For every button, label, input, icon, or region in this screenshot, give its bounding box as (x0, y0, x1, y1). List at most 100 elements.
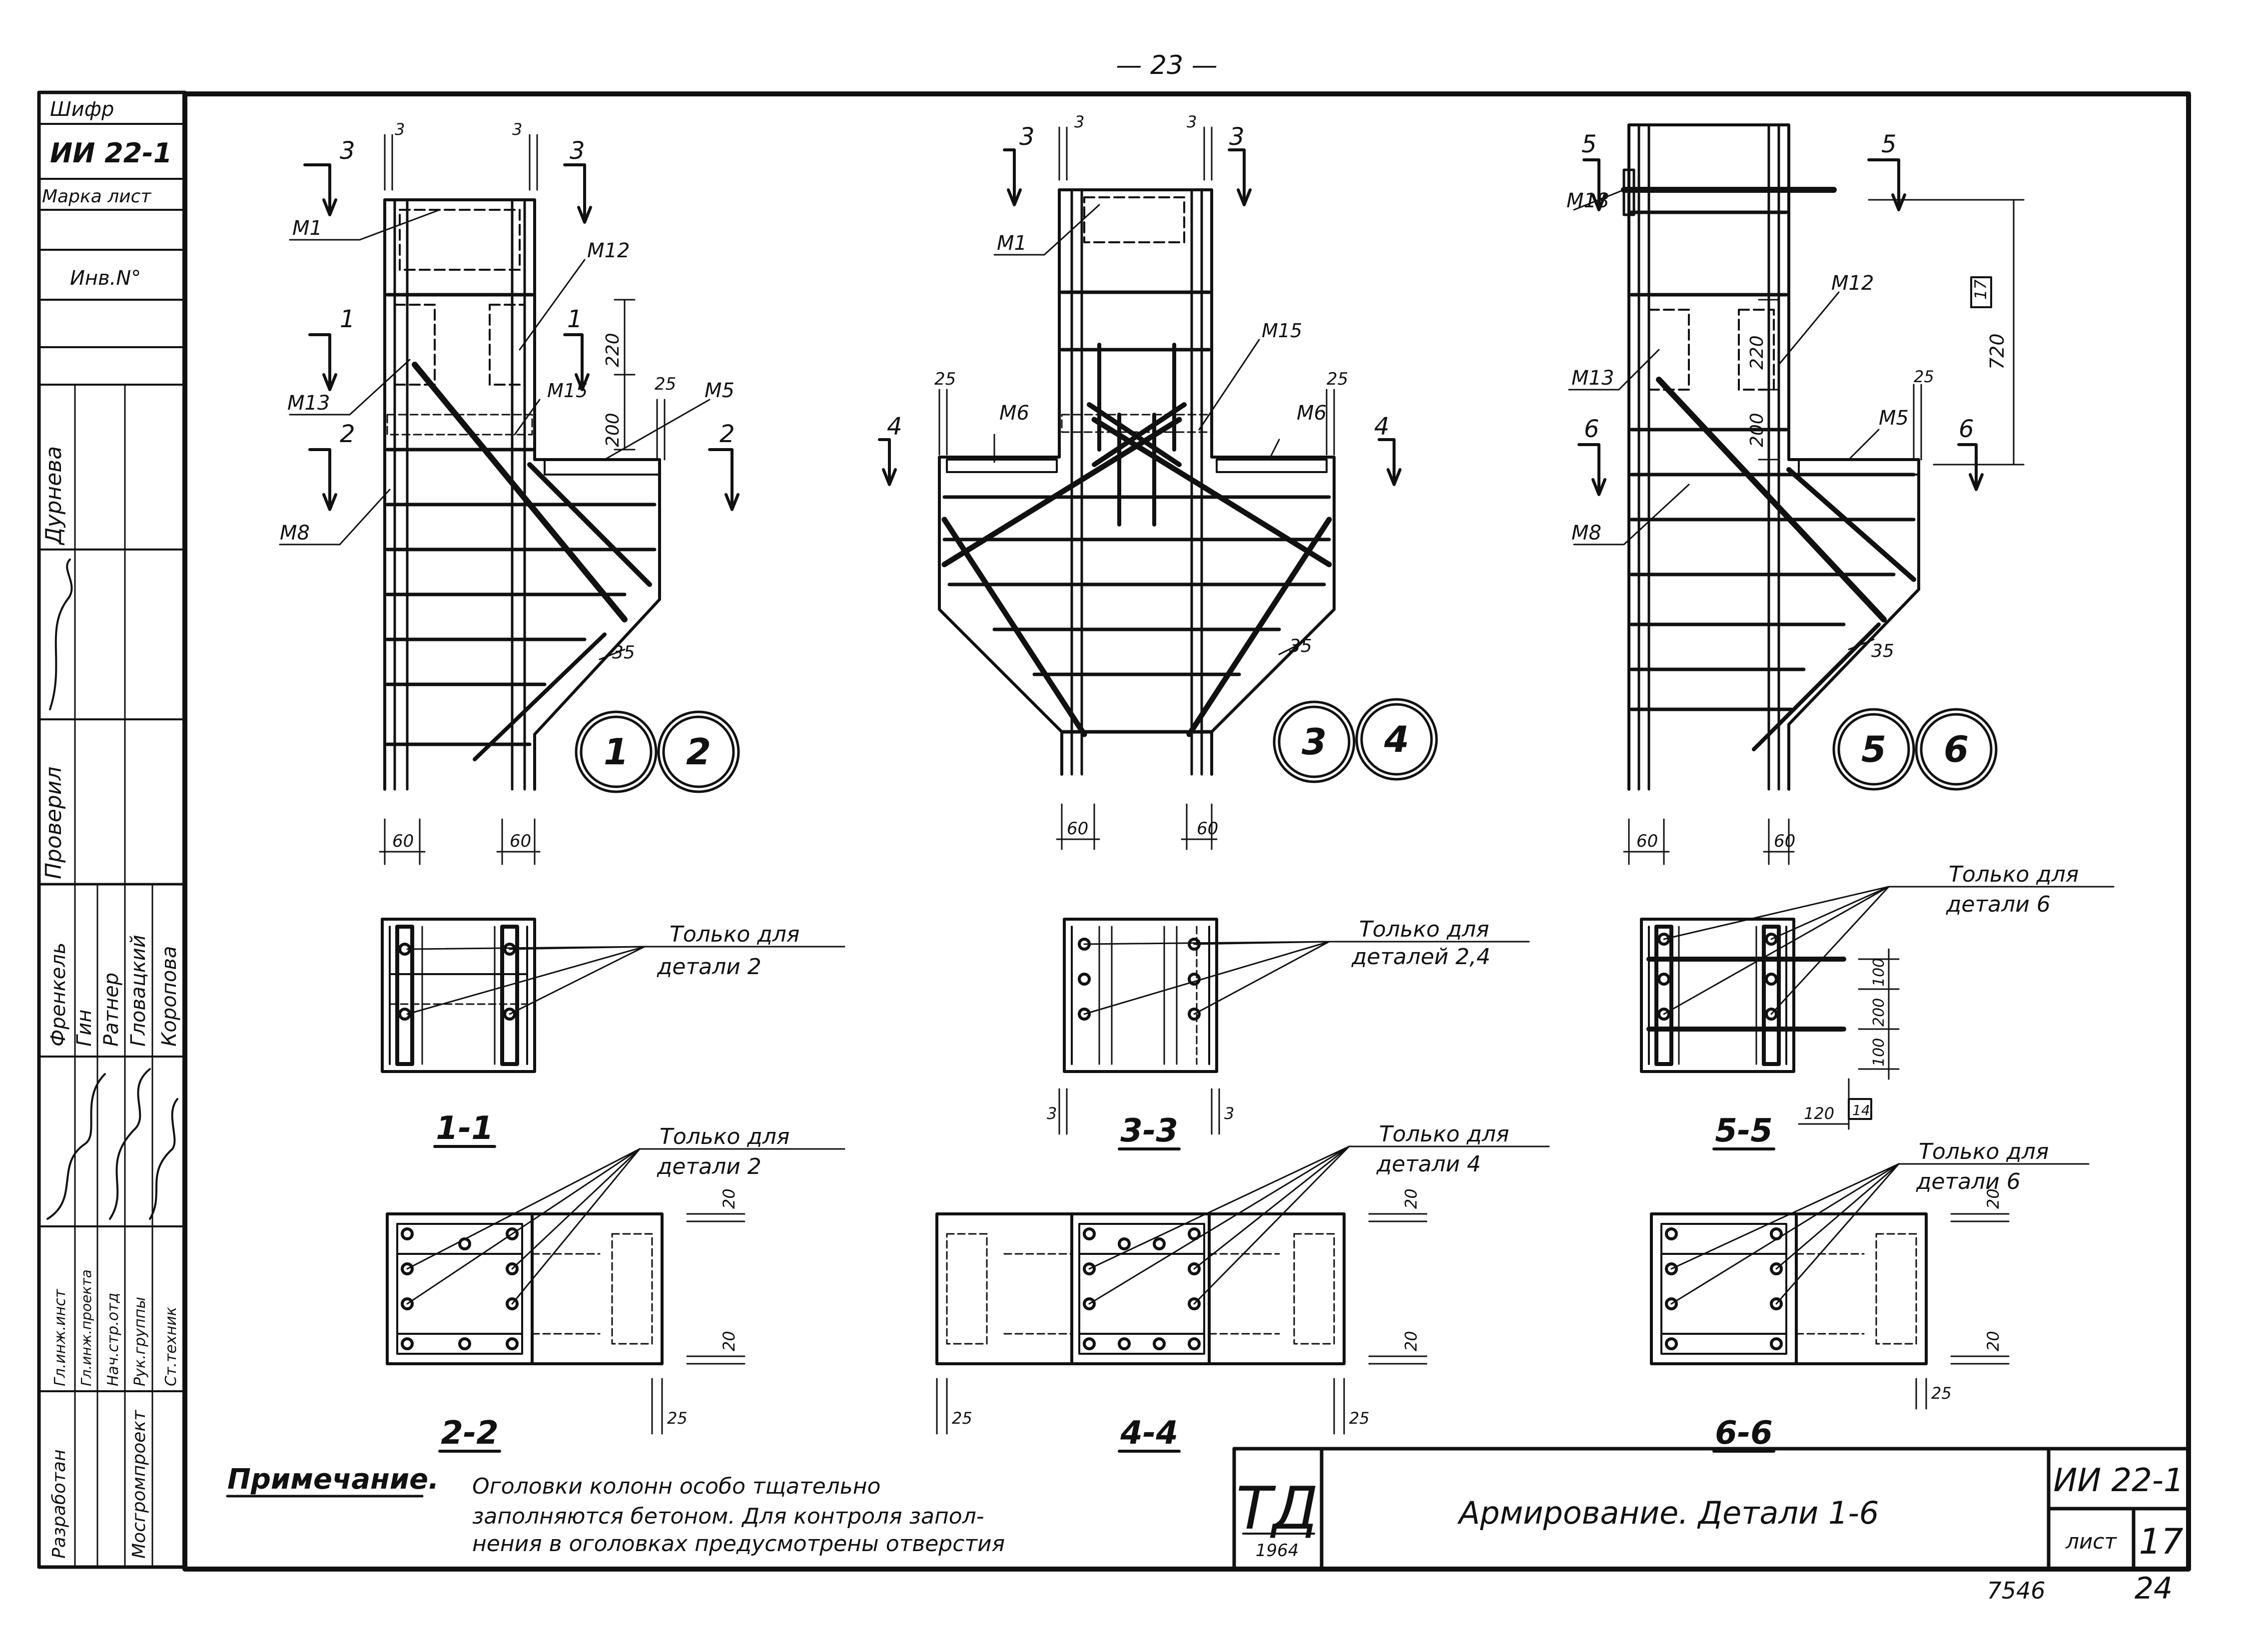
dim-100-b: 100 (1870, 1038, 1888, 1067)
section-label-3-3: 3-3 (1120, 1112, 1178, 1149)
dim-25-s6: 25 (1931, 1384, 1952, 1403)
org-label: Мосгромпроект (129, 1410, 149, 1559)
callout-detail6-1: детали 6 (1946, 892, 2051, 917)
page-number: — 23 — (1116, 50, 1217, 80)
dim-20-e: 20 (1984, 1188, 2003, 1209)
section-label-6-6: 6-6 (1715, 1415, 1773, 1452)
cut-label-5b: 5 (1881, 130, 1897, 158)
role-4: Рук.группы (131, 1297, 149, 1386)
dim-25-mid-b: 25 (1327, 369, 1348, 389)
section-5-5 (1640, 918, 1846, 1073)
callout-only-for-3: Только для (1949, 862, 2079, 887)
cut-label-3c: 3 (1019, 123, 1035, 151)
shifr-value: ИИ 22-1 (50, 137, 172, 169)
section-title-underlines (433, 1145, 1775, 1453)
title-list-label: лист (2065, 1529, 2117, 1554)
detail-5-number: 5 (1861, 728, 1886, 770)
marka-list-label: Марка лист (42, 186, 151, 207)
dim-720: 720 (1986, 333, 2008, 370)
note-title: Примечание. (227, 1463, 439, 1496)
cut-label-3b: 3 (570, 137, 585, 165)
mark-m15-left: М15 (547, 380, 588, 402)
cut-arrows (303, 148, 1984, 511)
role-1: Гл.инж.инст (51, 1288, 69, 1386)
detail-3-number: 3 (1302, 721, 1327, 763)
detail-2-number: 2 (686, 731, 711, 773)
callout-details24: деталей 2,4 (1351, 944, 1491, 970)
proveril-label: Проверил (41, 766, 66, 879)
role-5: Ст.техник (162, 1307, 180, 1386)
dim-200-left: 200 (603, 413, 623, 447)
bottom-number-left: 7546 (1987, 1577, 2045, 1604)
note-line-2: заполняются бетоном. Для контроля запол- (472, 1504, 984, 1529)
callout-only-for-6: Только для (1919, 1139, 2049, 1164)
dim-220-right: 220 (1747, 335, 1767, 370)
dim-60-b: 60 (510, 831, 531, 851)
dim-3-b: 3 (512, 120, 522, 139)
dim-25-s2: 25 (667, 1409, 688, 1428)
dim-3-d: 3 (1187, 112, 1197, 131)
cut-label-3d: 3 (1229, 123, 1245, 151)
dim-box-17 (1970, 276, 1992, 308)
bottom-number-right: 24 (2135, 1571, 2173, 1606)
section-6-6 (1650, 1212, 1928, 1365)
dim-25-s4b: 25 (1349, 1409, 1370, 1428)
dim-35-mid: 35 (1289, 636, 1312, 656)
shifr-label: Шифр (50, 98, 114, 121)
section-label-4-4: 4-4 (1120, 1415, 1178, 1452)
section-label-5-5: 5-5 (1715, 1112, 1773, 1149)
dim-20-a: 20 (720, 1188, 739, 1209)
title-list-no: 17 (2139, 1521, 2183, 1562)
dim-3-a: 3 (395, 120, 405, 139)
dyrneva-label: Дурнева (41, 446, 66, 546)
dim-25-right: 25 (1914, 367, 1934, 386)
title-logo: ТД (1236, 1474, 1318, 1543)
dim-3-f: 3 (1224, 1104, 1234, 1123)
cut-label-1a: 1 (340, 305, 355, 333)
section-label-2-2: 2-2 (441, 1415, 499, 1452)
mark-m12-right: М12 (1831, 272, 1874, 295)
mark-m1-left: М1 (292, 217, 322, 240)
dim-20-b: 20 (720, 1331, 739, 1351)
cut-label-3a: 3 (340, 137, 355, 165)
callout-detail4: детали 4 (1376, 1151, 1481, 1177)
name-1: Френкель (47, 943, 70, 1047)
callout-only-for-1: Только для (670, 922, 799, 947)
dim-25-left: 25 (655, 374, 676, 394)
dim-60-e: 60 (1636, 831, 1658, 851)
cut-label-6b: 6 (1959, 415, 1974, 443)
dim-3-e: 3 (1047, 1104, 1057, 1123)
role-3: Нач.стр.отд (104, 1293, 122, 1386)
section-label-1-1: 1-1 (436, 1110, 494, 1147)
title-code: ИИ 22-1 (2053, 1462, 2184, 1499)
dim-35-right: 35 (1871, 641, 1894, 661)
detail-3-4-elevation (938, 188, 1336, 776)
dim-60-c: 60 (1067, 819, 1088, 839)
dim-200-right: 200 (1747, 413, 1767, 447)
detail-circles (575, 698, 1998, 793)
title-block (1232, 1447, 2191, 1571)
dim-25-mid-a: 25 (934, 369, 956, 389)
dim-3-c: 3 (1074, 112, 1084, 131)
detail-4-number: 4 (1384, 718, 1409, 760)
name-3: Ратнер (100, 973, 123, 1047)
note-line-1: Оголовки колонн особо тщательно (472, 1474, 880, 1499)
mark-m5-right: М5 (1879, 407, 1909, 430)
detail-6-number: 6 (1944, 728, 1969, 770)
dim-20-d: 20 (1402, 1331, 1421, 1351)
dimension-lines (379, 126, 2025, 865)
mark-m15-mid: М15 (1262, 320, 1302, 342)
mark-m18-right: М18 (1566, 189, 1609, 212)
callout-only-for-2: Только для (1359, 917, 1489, 942)
side-stamp (37, 90, 187, 1569)
cut-label-1b: 1 (567, 305, 583, 333)
dim-200-s5: 200 (1870, 998, 1888, 1027)
section-2-2 (386, 1212, 664, 1365)
cut-label-6a: 6 (1584, 415, 1599, 443)
section-3-3 (1063, 918, 1218, 1073)
callout-detail6-2: детали 6 (1916, 1169, 2021, 1194)
mark-leaders (279, 189, 1880, 546)
dim-100-a: 100 (1870, 958, 1888, 987)
dim-60-a: 60 (392, 831, 414, 851)
